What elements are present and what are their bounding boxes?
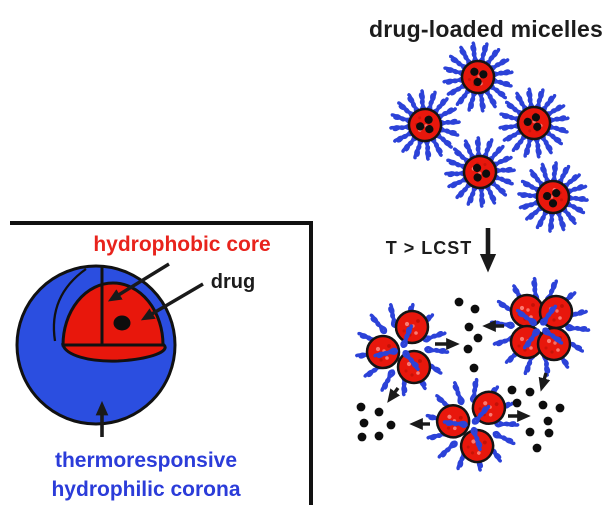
released-drug-dots-middle — [454, 297, 483, 373]
transition-label: T > LCST — [385, 238, 473, 258]
release-arrow-down-left — [387, 387, 401, 403]
core-pointer-arrow — [107, 262, 170, 302]
release-arrow-down — [538, 372, 551, 392]
drug-loaded-micelle — [439, 38, 518, 117]
released-drug-dots-bottom-left — [356, 402, 396, 442]
release-arrows — [387, 320, 551, 430]
drug-pointer-arrow — [140, 282, 204, 321]
collapsed-micelle-aggregate — [491, 278, 588, 376]
collapsed-micelle-aggregate — [356, 304, 447, 395]
cutaway-meridian-line — [52, 268, 87, 342]
drug-dot — [113, 315, 131, 331]
drug-loaded-micelle — [487, 76, 582, 171]
corona-label: thermoresponsive hydrophilic corona — [51, 446, 240, 504]
loaded-micelle-group — [386, 38, 601, 245]
core-cut-face — [60, 343, 167, 363]
core-label: hydrophobic core — [93, 233, 271, 256]
inset-box — [10, 221, 313, 505]
figure-title: drug-loaded micelles — [368, 16, 603, 42]
released-drug-dots-bottom-right — [507, 385, 565, 453]
drug-label: drug — [210, 271, 256, 293]
drug-loaded-micelle — [386, 86, 465, 165]
corona-label-line1: thermoresponsive — [54, 449, 238, 472]
drug-loaded-micelle — [505, 149, 601, 245]
hydrophobic-core-dome — [61, 281, 165, 347]
drug-loaded-micelle — [434, 126, 527, 219]
corona-label-line2: hydrophilic corona — [51, 478, 241, 501]
micelle-cutaway-sphere — [15, 264, 177, 426]
collapsed-micelle-aggregate — [413, 367, 530, 484]
